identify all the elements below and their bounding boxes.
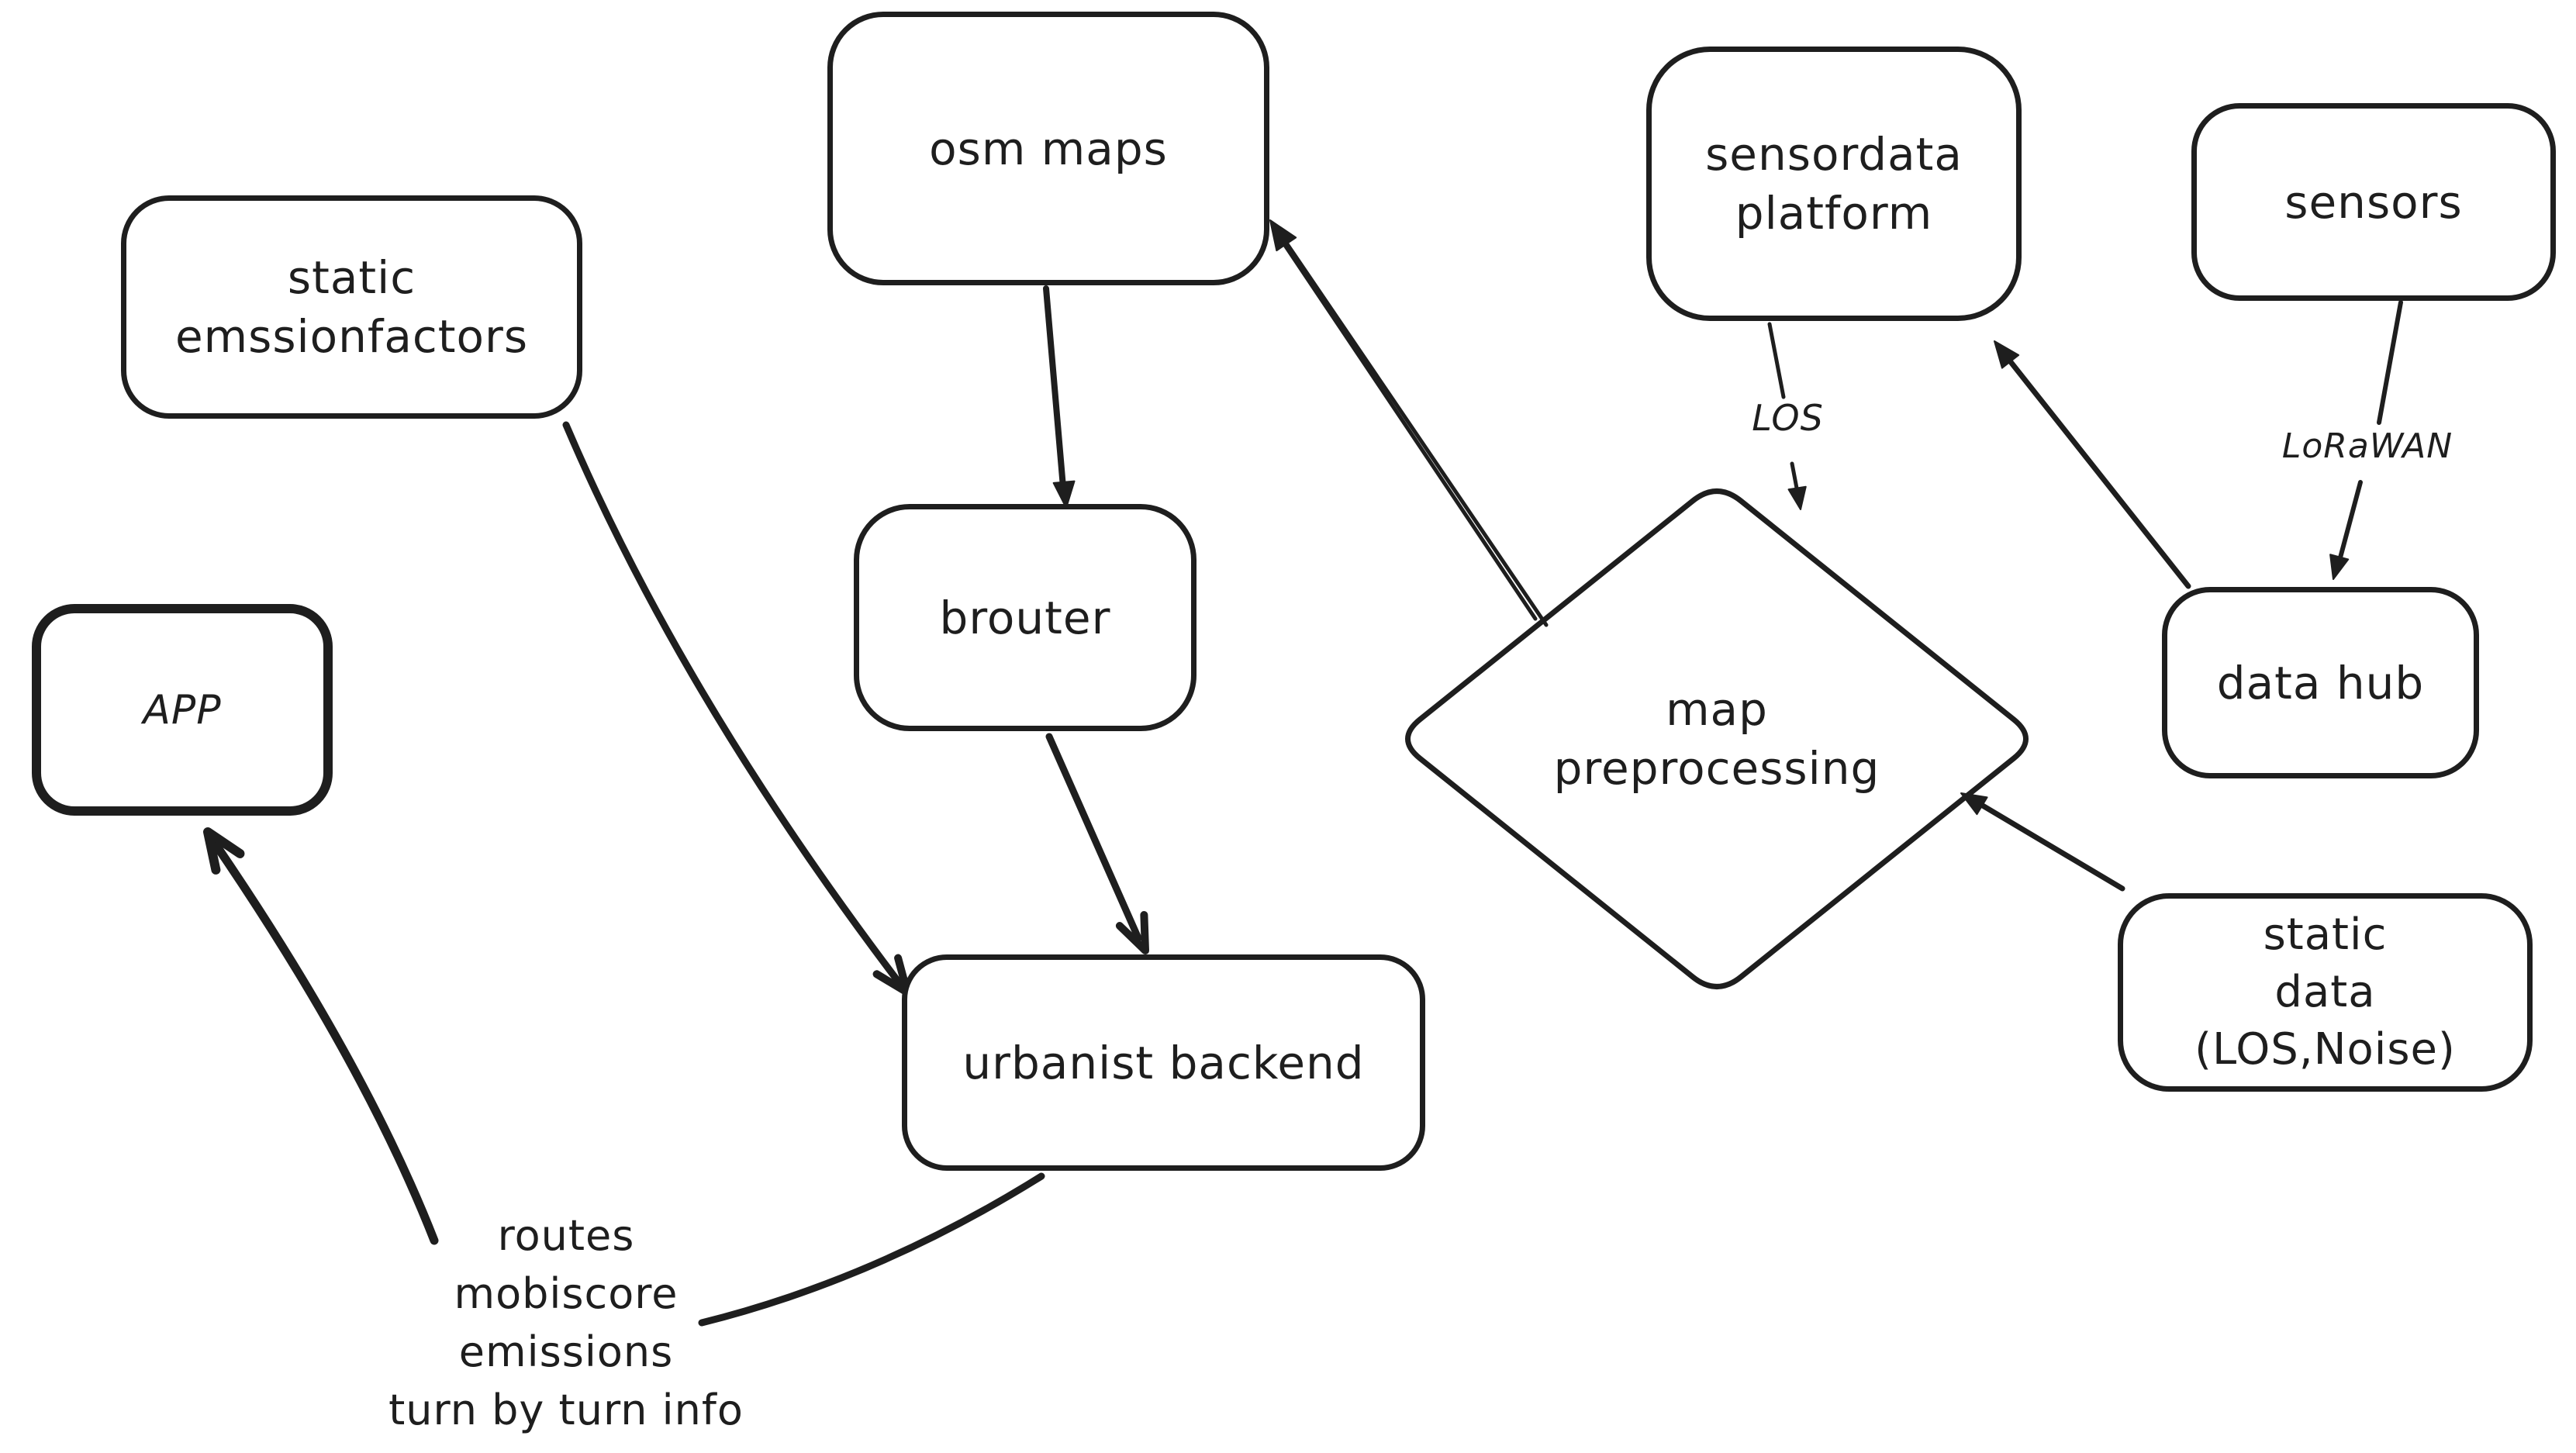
edge-map-preprocessing-to-osm-maps-arrowhead <box>1269 219 1297 252</box>
annotation-line: turn by turn info <box>388 1386 744 1434</box>
edge-urbanist-backend-to-routes-outputs <box>698 1172 1045 1327</box>
node-osm-maps: osm maps <box>827 12 1269 285</box>
edge-routes-outputs-to-app-arrowhead <box>203 827 245 875</box>
node-map-preprocessing-shape <box>1405 488 2029 989</box>
edge-sensors-to-data-hub <box>2337 480 2363 563</box>
node-map-preprocessing: map preprocessing <box>1484 680 1949 798</box>
edge-static-emissionfactors-to-urbanist-backend <box>562 421 906 990</box>
edge-static-data-to-map-preprocessing-arrowhead <box>1960 792 1988 816</box>
edge-brouter-to-urbanist-backend <box>1045 733 1142 942</box>
edge-label-lorawan: LoRaWAN <box>2281 426 2453 466</box>
node-label: osm maps <box>929 122 1168 175</box>
node-label: brouter <box>939 591 1111 644</box>
edge-sensors-to-data-hub <box>2377 300 2403 425</box>
node-sensordata-platform: sensordata platform <box>1646 47 2022 321</box>
node-app: APP <box>32 604 333 816</box>
edge-data-hub-to-sensordata-platform <box>2002 352 2191 589</box>
node-label: sensors <box>2284 175 2463 229</box>
edge-data-hub-to-sensordata-platform-arrowhead <box>1994 340 2020 369</box>
node-urbanist-backend: urbanist backend <box>902 954 1425 1171</box>
node-static-emissionfactors: static emssionfactors <box>121 195 582 419</box>
edge-label-los: LOS <box>1752 397 1824 439</box>
edge-sensordata-platform-to-map-preprocessing <box>1767 322 1786 399</box>
annotation-line: emissions <box>458 1327 674 1376</box>
edge-osm-maps-to-brouter <box>1043 285 1067 499</box>
edge-brouter-to-urbanist-backend-arrowhead <box>1115 911 1149 954</box>
annotation-line: routes <box>497 1211 635 1260</box>
node-label: data <box>2274 967 2376 1017</box>
node-label: emssionfactors <box>174 310 529 363</box>
node-data-hub: data hub <box>2162 587 2479 778</box>
edge-osm-maps-to-brouter-arrowhead <box>1052 480 1076 509</box>
edge-map-preprocessing-to-osm-maps <box>1277 230 1549 627</box>
outputs-annotation: routes mobiscore emissions turn by turn … <box>333 1206 799 1439</box>
edge-sensordata-platform-to-map-preprocessing-arrowhead <box>1787 485 1807 510</box>
node-label: static <box>2263 909 2388 960</box>
node-label: APP <box>143 686 222 733</box>
node-label: platform <box>1735 187 1933 240</box>
node-sensors: sensors <box>2191 103 2556 301</box>
node-static-data: static data (LOS,Noise) <box>2118 893 2533 1092</box>
node-label: static <box>287 251 416 304</box>
edge-sensors-to-data-hub-arrowhead <box>2329 554 2350 580</box>
edge-static-data-to-map-preprocessing <box>1970 797 2125 892</box>
node-label: data hub <box>2216 656 2425 709</box>
node-label: map <box>1666 683 1768 736</box>
annotation-line: mobiscore <box>454 1269 679 1318</box>
edge-map-preprocessing-to-osm-maps <box>1271 226 1538 621</box>
node-label: preprocessing <box>1553 742 1880 795</box>
node-label: (LOS,Noise) <box>2194 1024 2456 1075</box>
edge-routes-outputs-to-app <box>209 837 439 1245</box>
node-label: urbanist backend <box>962 1036 1365 1089</box>
node-brouter: brouter <box>854 504 1196 731</box>
node-label: sensordata <box>1705 128 1963 181</box>
